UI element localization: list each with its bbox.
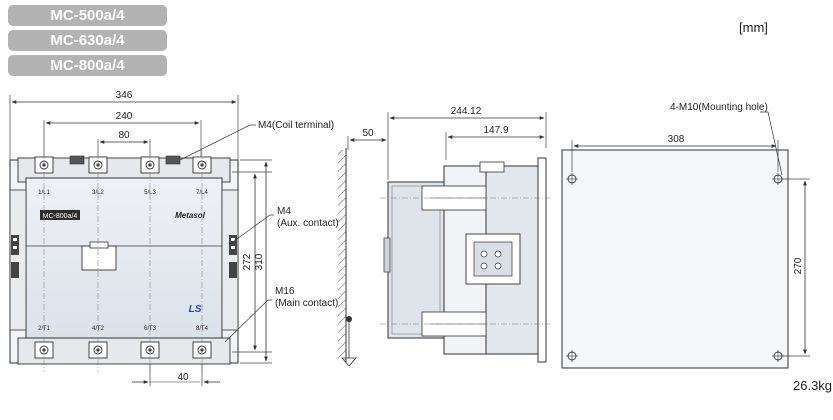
dim-height-inner-label: 272 <box>242 253 253 270</box>
terminal-label-top-1: 1/L1 <box>38 190 50 196</box>
dim-hole-span-h-label: 308 <box>668 134 685 145</box>
terminal-label-top-2: 3/L2 <box>92 190 104 196</box>
callout-main-contact-size: M16 <box>275 286 295 297</box>
ls-logo: LS <box>189 304 202 315</box>
terminal-label-bottom-3: 6/T3 <box>144 326 157 332</box>
dim-overall-width-label: 346 <box>116 90 133 101</box>
model-badge-800: MC-800a/4 <box>8 55 167 76</box>
callout-mounting-hole: 4-M10(Mounting hole) <box>670 102 768 113</box>
terminal-label-bottom-2: 4/T2 <box>92 326 105 332</box>
dim-pitch-label: 40 <box>177 372 189 383</box>
terminal-label-bottom-1: 2/T1 <box>38 326 51 332</box>
brand-label: Metasol <box>175 211 206 220</box>
front-view: 346 240 80 MC-800a/4 <box>9 90 339 386</box>
side-view: 50 244.12 147.9 <box>338 106 550 367</box>
model-badge-630: MC-630a/4 <box>8 30 167 51</box>
dim-depth-total-label: 244.12 <box>451 106 482 117</box>
mounting-view: 308 270 4-M10(Mounting hole) <box>561 102 810 369</box>
dim-depth-to-panel-label: 147.9 <box>483 125 508 136</box>
terminal-label-top-4: 7/L4 <box>196 190 208 196</box>
callout-aux-contact-size: M4 <box>277 206 291 217</box>
nameplate-label: MC-800a/4 <box>43 213 78 220</box>
unit-label: [mm] <box>739 20 768 35</box>
terminal-label-top-3: 5/L3 <box>144 190 156 196</box>
model-badge-500: MC-500a/4 <box>8 5 167 26</box>
dim-coil-span-label: 80 <box>118 130 130 141</box>
dim-panel-offset-label: 50 <box>362 128 374 139</box>
dim-hole-span-v-label: 270 <box>793 257 804 274</box>
callout-main-contact-desc: (Main contact) <box>275 298 338 309</box>
dim-height-outer-label: 310 <box>254 253 265 270</box>
terminal-label-bottom-4: 8/T4 <box>196 326 209 332</box>
callout-aux-contact-desc: (Aux. contact) <box>277 218 339 229</box>
weight-label: 26.3kg <box>793 378 833 393</box>
callout-coil-terminal: M4(Coil terminal) <box>258 120 334 131</box>
dim-terminal-span-label: 240 <box>116 111 133 122</box>
